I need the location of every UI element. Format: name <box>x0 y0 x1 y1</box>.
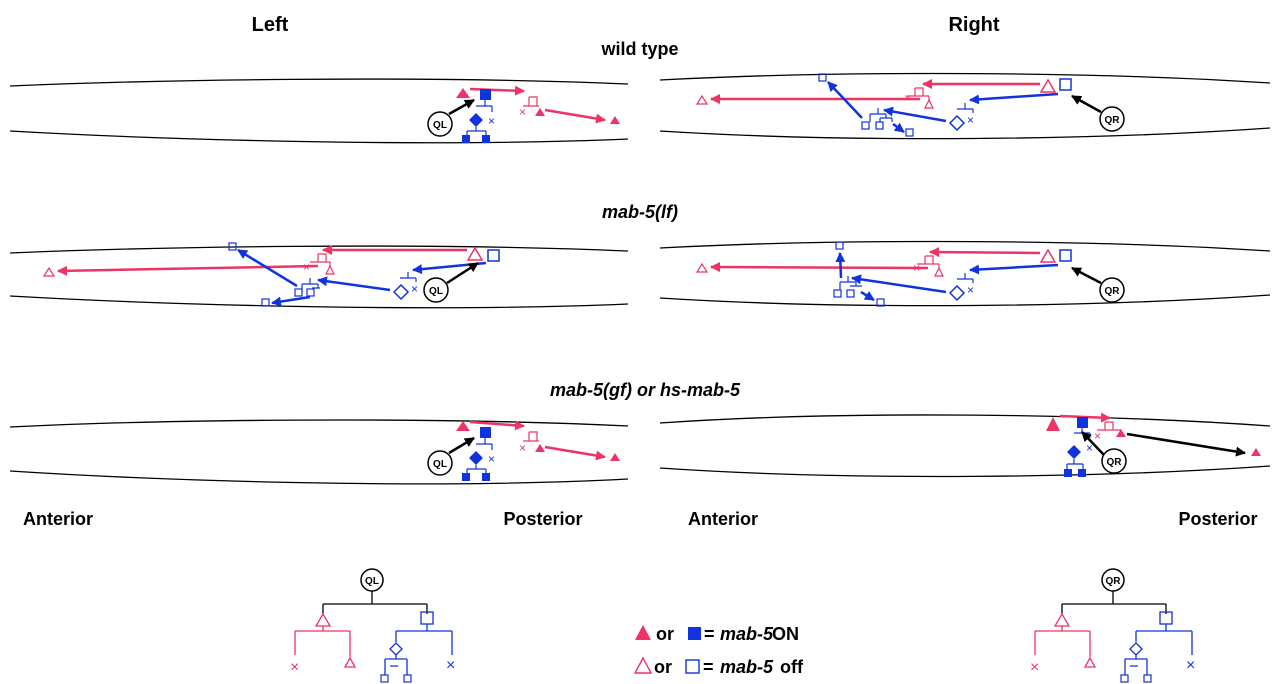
svg-text:×: × <box>488 114 495 128</box>
svg-text:or: or <box>656 624 674 644</box>
svg-text:QR: QR <box>1105 286 1121 297</box>
svg-text:×: × <box>519 441 526 455</box>
svg-text:×: × <box>1030 659 1039 676</box>
svg-text:QR: QR <box>1107 457 1123 468</box>
legend-triangle-off-icon <box>633 656 653 674</box>
svg-text:mab-5: mab-5 <box>720 657 774 677</box>
row3-left-lineage: × × QL <box>427 420 620 481</box>
svg-text:×: × <box>411 282 418 296</box>
right-header: Right <box>948 14 999 36</box>
qr-lineage-key: QR × × <box>1030 568 1195 683</box>
legend: or = mab-5 ON or = mab-5 off <box>633 624 804 677</box>
final-triangle-on <box>610 116 620 124</box>
svg-text:×: × <box>967 113 974 127</box>
svg-text:×: × <box>967 283 974 297</box>
worm-row3-right <box>659 414 1271 478</box>
lf-label: mab-5(lf) <box>602 202 678 222</box>
wild-type-label: wild type <box>600 39 678 59</box>
svg-text:×: × <box>1094 429 1101 443</box>
left-posterior-label: Posterior <box>503 509 582 529</box>
svg-text:×: × <box>290 659 299 676</box>
right-anterior-label: Anterior <box>688 509 758 529</box>
svg-text:=: = <box>704 624 715 644</box>
left-anterior-label: Anterior <box>23 509 93 529</box>
svg-text:×: × <box>488 452 495 466</box>
svg-text:QL: QL <box>433 459 447 470</box>
worm-row1-left <box>9 78 629 144</box>
cell-death-x-icon: × <box>519 105 526 119</box>
ql-p-square-on <box>480 89 491 100</box>
svg-text:or: or <box>654 657 672 677</box>
diamond-on <box>469 113 483 127</box>
svg-text:mab-5: mab-5 <box>720 624 774 644</box>
ql-a-triangle-on <box>456 88 470 98</box>
svg-text:ON: ON <box>772 624 799 644</box>
svg-text:QL: QL <box>365 576 379 587</box>
worm-row3-left <box>9 419 629 485</box>
svg-text:×: × <box>1186 657 1195 674</box>
worm-bodies <box>9 72 1271 485</box>
svg-text:QL: QL <box>429 286 443 297</box>
ql-circle-label: QL <box>433 120 447 131</box>
right-posterior-label: Posterior <box>1178 509 1257 529</box>
row1-left-lineage: × × QL <box>427 85 620 143</box>
svg-text:QR: QR <box>1105 115 1121 126</box>
row2-left-lineage: × × QL <box>42 242 500 307</box>
worm-row2-left <box>9 245 629 309</box>
gf-label: mab-5(gf) or hs-mab-5 <box>550 380 741 400</box>
daughter-triangle-on <box>535 108 545 116</box>
legend-triangle-on-icon <box>635 625 651 640</box>
legend-square-on-icon <box>688 627 701 640</box>
worm-row2-right <box>659 240 1271 307</box>
svg-text:×: × <box>446 657 455 674</box>
ql-lineage-key: QL × × <box>290 568 455 683</box>
worm-row1-right <box>659 72 1271 140</box>
svg-text:×: × <box>1086 441 1093 455</box>
left-header: Left <box>252 14 289 36</box>
row3-right-lineage: × × QR <box>1046 412 1261 477</box>
svg-text:off: off <box>780 657 804 677</box>
legend-square-off-icon <box>685 659 700 674</box>
row1-right-lineage: × × QR <box>695 73 1125 137</box>
svg-text:QR: QR <box>1106 576 1122 587</box>
row2-right-lineage: × × QR <box>695 241 1125 307</box>
svg-text:=: = <box>703 657 714 677</box>
